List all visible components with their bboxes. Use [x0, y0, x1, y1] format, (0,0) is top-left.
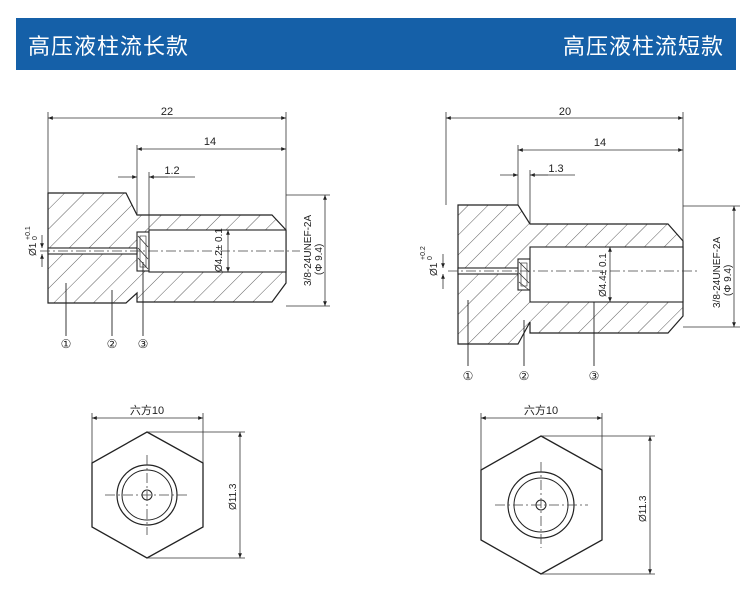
long-thread-dia: (Φ 9.4): [314, 244, 325, 275]
long-section-view: 22 14 1.2 Ø1 +0.1 0 Ø4.2± 0.1 3/8-24UNEF…: [25, 106, 330, 351]
long-callout-2: ②: [107, 337, 118, 351]
short-dim-total: 20: [559, 106, 571, 118]
long-hex-dia: Ø11.3: [228, 483, 239, 510]
short-thread-dia: (Φ 9.4): [723, 265, 734, 296]
long-dim-total: 22: [161, 106, 173, 118]
long-thread-spec: 3/8-24UNEF-2A: [303, 215, 314, 286]
short-chamber-bore: [529, 246, 684, 303]
long-version-title: 高压液柱流长款: [28, 35, 190, 60]
short-end-view: 六方10 Ø11.3: [480, 403, 655, 575]
long-dim-inner: 14: [204, 136, 216, 148]
short-callout-1: ①: [463, 369, 474, 383]
short-dim-inner: 14: [594, 137, 606, 149]
short-dim-chamber: Ø4.4± 0.1: [598, 253, 609, 297]
short-section-view: 20 14 1.3 Ø1 +0.2 0 Ø4.4± 0.1 3/8-24UNEF…: [420, 106, 740, 383]
short-thread-spec: 3/8-24UNEF-2A: [712, 237, 723, 308]
short-callout-3: ③: [589, 369, 600, 383]
long-end-view: 六方10 Ø11.3: [91, 403, 245, 559]
short-version-title: 高压液柱流短款: [562, 35, 724, 60]
long-dim-chamber: Ø4.2± 0.1: [214, 228, 225, 272]
long-dim-bore-tol: +0.1: [25, 226, 32, 240]
short-hex-label: 六方10: [524, 403, 558, 417]
short-dim-step: 1.3: [548, 163, 563, 175]
long-dim-bore-base: Ø1: [28, 242, 39, 256]
short-dim-bore-tol-lower: 0: [427, 256, 434, 260]
title-banner: 高压液柱流长款 高压液柱流短款: [16, 18, 736, 70]
long-callout-1: ①: [61, 337, 72, 351]
short-dim-bore-tol: +0.2: [420, 246, 427, 260]
short-hex-dia: Ø11.3: [638, 495, 649, 522]
long-dim-bore-tol-lower: 0: [32, 236, 39, 240]
long-callout-3: ③: [138, 337, 149, 351]
short-dim-bore-base: Ø1: [429, 262, 440, 276]
long-hex-label: 六方10: [130, 403, 164, 417]
short-callout-2: ②: [519, 369, 530, 383]
long-dim-step: 1.2: [164, 165, 179, 177]
